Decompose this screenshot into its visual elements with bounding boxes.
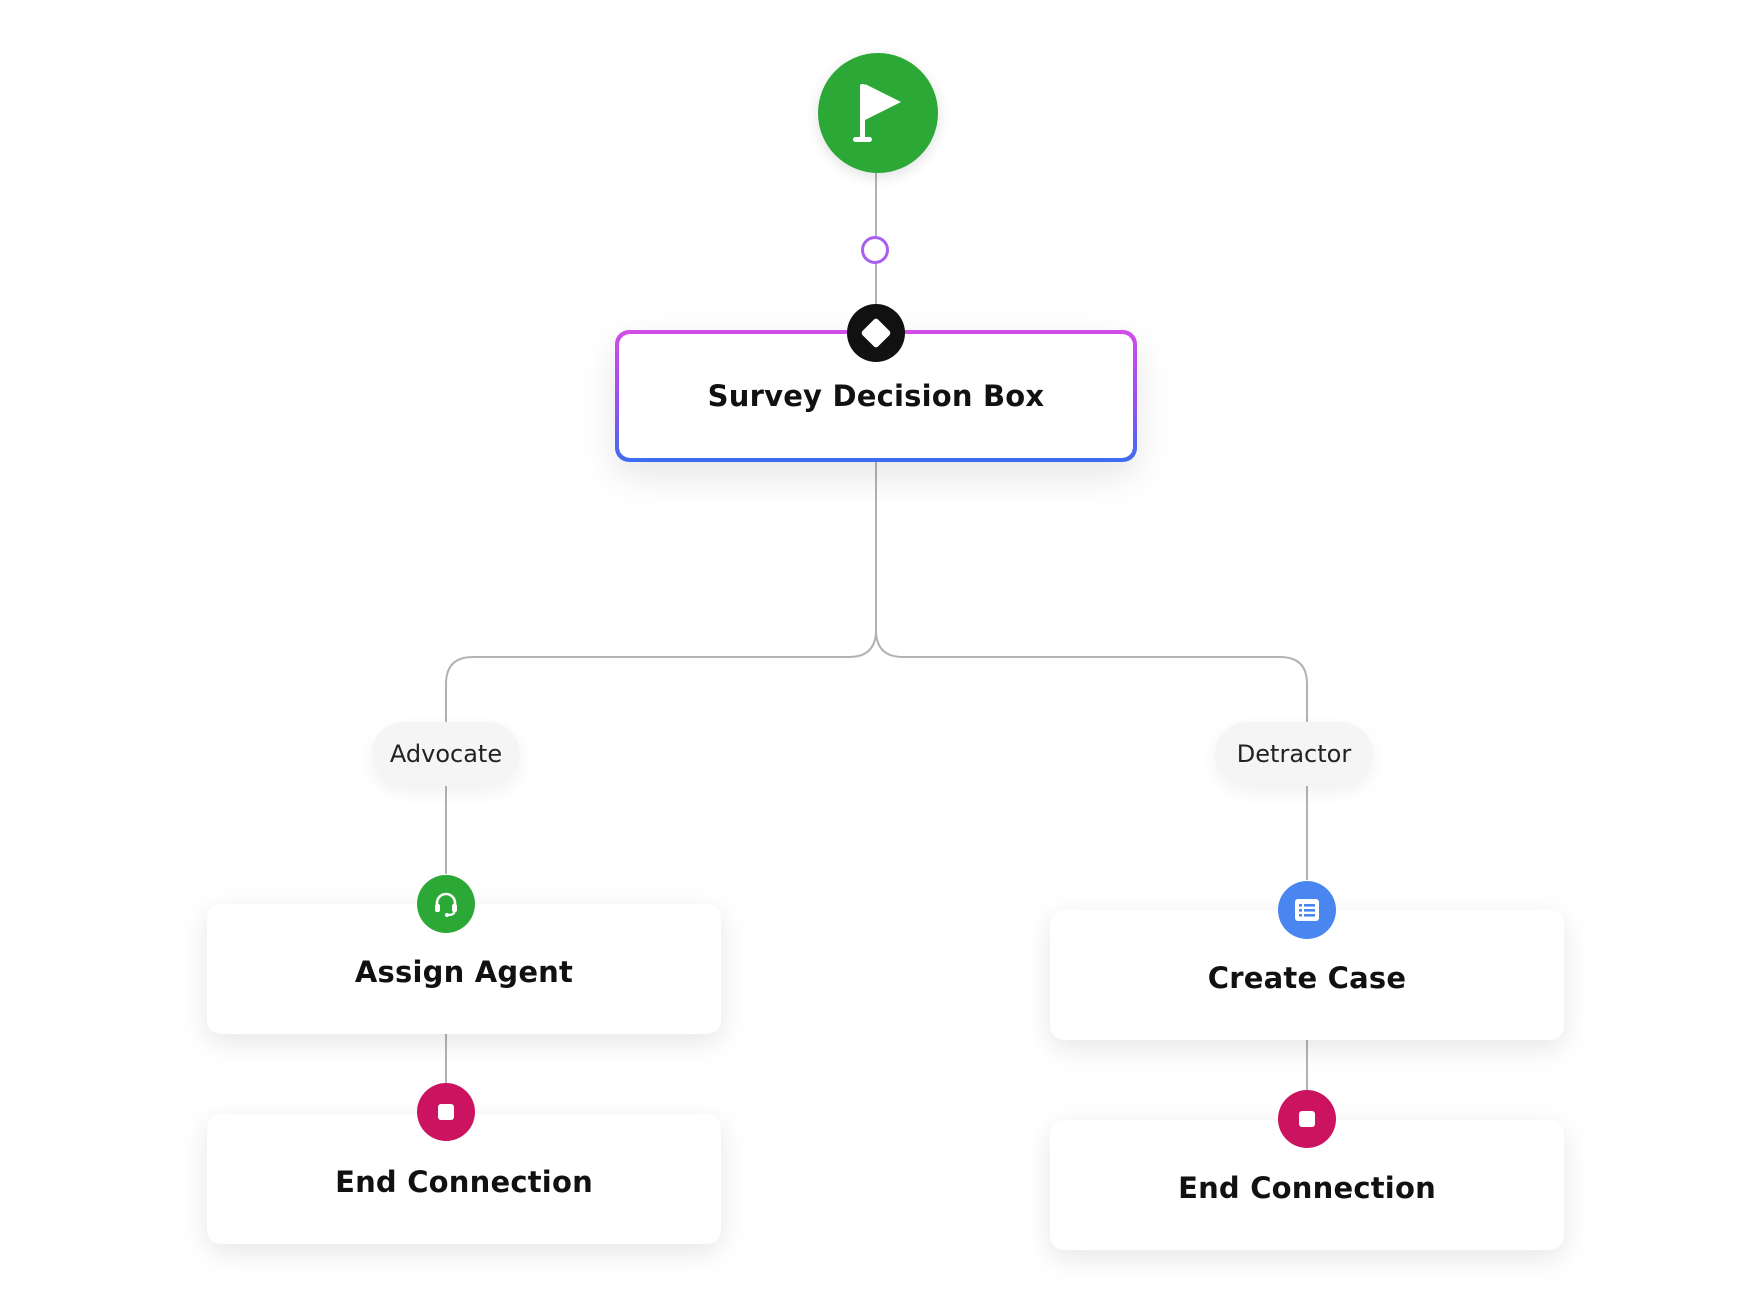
end-connection-node-advocate[interactable]: End Connection	[207, 1114, 721, 1244]
diamond-icon	[847, 304, 905, 362]
assign-agent-node-title: Assign Agent	[354, 955, 574, 989]
branch-label-detractor[interactable]: Detractor	[1215, 722, 1373, 786]
stop-icon	[1278, 1090, 1336, 1148]
decision-node-title: Survey Decision Box	[707, 379, 1045, 413]
connector-decision-to-advocate	[445, 462, 877, 722]
headset-icon	[417, 875, 475, 933]
branch-label-advocate[interactable]: Advocate	[372, 722, 520, 786]
start-node[interactable]	[818, 53, 938, 173]
add-step-handle[interactable]	[861, 236, 889, 264]
list-icon	[1278, 881, 1336, 939]
create-case-node-title: Create Case	[1207, 961, 1407, 995]
end-connection-node-title: End Connection	[335, 1165, 593, 1199]
end-connection-node-title: End Connection	[1178, 1171, 1436, 1205]
stop-icon	[417, 1083, 475, 1141]
connector-decision-to-detractor	[875, 629, 1308, 722]
flag-icon	[853, 84, 901, 142]
